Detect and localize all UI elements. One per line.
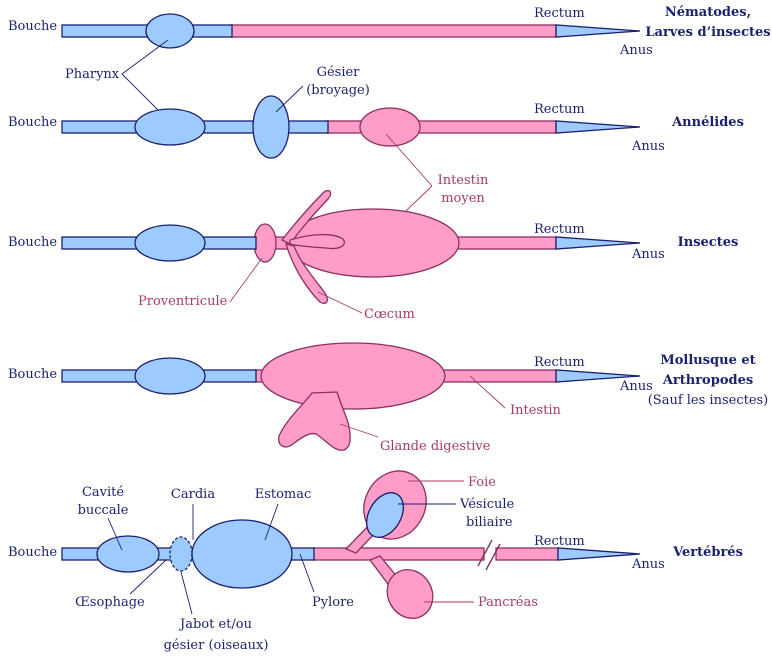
rectum-label: Rectum: [534, 222, 585, 237]
intestine-leader: [469, 375, 506, 409]
row-nematodes: Bouche Rectum Anus Nématodes, Larves d’i…: [8, 5, 771, 123]
row-vertebres: Bouche Rectum Anus Vertébrés Cavité bucc…: [8, 470, 743, 653]
pharynx-label: Pharynx: [65, 67, 120, 82]
stomach-label: Estomac: [255, 487, 312, 502]
crop-label-line-1: Jabot et/ou: [178, 617, 252, 632]
rectum-cone: [555, 120, 641, 134]
buccal-cavity-leader: [107, 517, 123, 551]
pancreas: [386, 569, 434, 619]
gizzard-label-line-1: Gésier: [317, 65, 361, 80]
gallbladder-label-line-2: biliaire: [466, 515, 513, 530]
rectum-cone: [555, 369, 641, 383]
caecum-inner: [289, 233, 345, 250]
rectum-cone: [555, 24, 641, 38]
mouth-label: Bouche: [8, 19, 57, 34]
group-label-line-1: Vertébrés: [672, 545, 743, 560]
stomach-leader: [264, 503, 279, 541]
digestive-gland-label: Glande digestive: [380, 439, 491, 454]
gizzard-leader: [275, 85, 304, 113]
oesophagus-label: Œsophage: [75, 595, 145, 610]
intestine-break-mark: [485, 543, 501, 571]
mouth-label: Bouche: [8, 235, 57, 250]
rectum-label: Rectum: [534, 355, 585, 370]
intestine-label: Intestin: [510, 403, 561, 418]
buccal-cavity-label-line-2: buccale: [78, 503, 129, 518]
midgut-tube: [229, 24, 557, 38]
crop-leader: [180, 571, 193, 615]
rectum-label: Rectum: [534, 102, 585, 117]
anus-label: Anus: [619, 379, 653, 394]
proventriculus-label: Proventricule: [138, 294, 228, 309]
group-label-line-3: (Sauf les insectes): [648, 393, 769, 408]
gallbladder-label-line-1: Vésicule: [459, 497, 515, 512]
caecum-label: Cœcum: [364, 307, 415, 322]
pharynx-bulb: [134, 224, 206, 262]
crop-label-line-2: gésier (oiseaux): [164, 638, 269, 653]
pharynx-bulb: [134, 357, 206, 395]
group-label-line-1: Nématodes,: [665, 5, 751, 20]
pharynx-bulb: [145, 13, 195, 49]
gizzard-label-line-2: (broyage): [306, 83, 370, 98]
digestive-gland-leader: [339, 423, 379, 438]
row-insectes: Bouche Rectum Anus Insectes Proventricul…: [8, 189, 739, 322]
gizzard: [252, 95, 290, 159]
proventriculus: [253, 223, 277, 263]
group-label-line-1: Annélides: [671, 115, 744, 130]
mouth-label: Bouche: [8, 545, 57, 560]
midgut-leader-top: [385, 133, 433, 187]
liver-label: Foie: [468, 475, 496, 490]
crop: [169, 536, 193, 572]
digestive-gland: [278, 391, 351, 451]
pharynx-leader-top: [121, 39, 169, 75]
pylorus-leader: [299, 553, 315, 593]
proventriculus-leader: [229, 257, 263, 303]
pylorus-label: Pylore: [312, 595, 354, 610]
stomach-body: [260, 342, 446, 410]
mouth-label: Bouche: [8, 115, 57, 130]
caecum-upper: [281, 189, 332, 245]
group-label-line-2: Arthropodes: [662, 373, 753, 388]
intestine-segment-left: [312, 547, 485, 561]
midgut-label-line-2: moyen: [441, 191, 485, 206]
caecum-leader: [317, 291, 363, 314]
oesophagus-leader: [129, 559, 167, 595]
rectum-label: Rectum: [534, 6, 585, 21]
gallbladder: [366, 492, 404, 538]
mouth-label: Bouche: [8, 367, 57, 382]
pancreas-label: Pancréas: [478, 595, 538, 610]
rectum-label: Rectum: [534, 534, 585, 549]
group-label-line-2: Larves d’insectes: [645, 25, 770, 40]
buccal-cavity-label-line-1: Cavité: [82, 485, 124, 500]
cardia-label: Cardia: [171, 487, 215, 502]
buccal-cavity: [96, 535, 160, 573]
rectum-cone: [557, 547, 641, 561]
anus-label: Anus: [619, 43, 653, 58]
row-annelides: Bouche Rectum Anus Annélides Gésier (bro…: [8, 65, 744, 231]
group-label-line-1: Mollusque et: [660, 353, 755, 368]
stomach: [191, 519, 293, 589]
rectum-cone: [555, 236, 641, 250]
group-label-line-1: Insectes: [678, 235, 739, 250]
pharynx-bulb: [134, 108, 206, 146]
midgut-label-line-1: Intestin: [438, 173, 489, 188]
row-mollusques: Bouche Rectum Anus Mollusque et Arthropo…: [8, 342, 769, 454]
intestine-segment-right: [495, 547, 559, 561]
anus-label: Anus: [631, 557, 665, 572]
intestine-break-mark: [477, 539, 493, 567]
intestine-swelling: [359, 107, 421, 147]
caecum-lower: [285, 243, 328, 305]
anus-label: Anus: [631, 139, 665, 154]
anus-label: Anus: [631, 247, 665, 262]
